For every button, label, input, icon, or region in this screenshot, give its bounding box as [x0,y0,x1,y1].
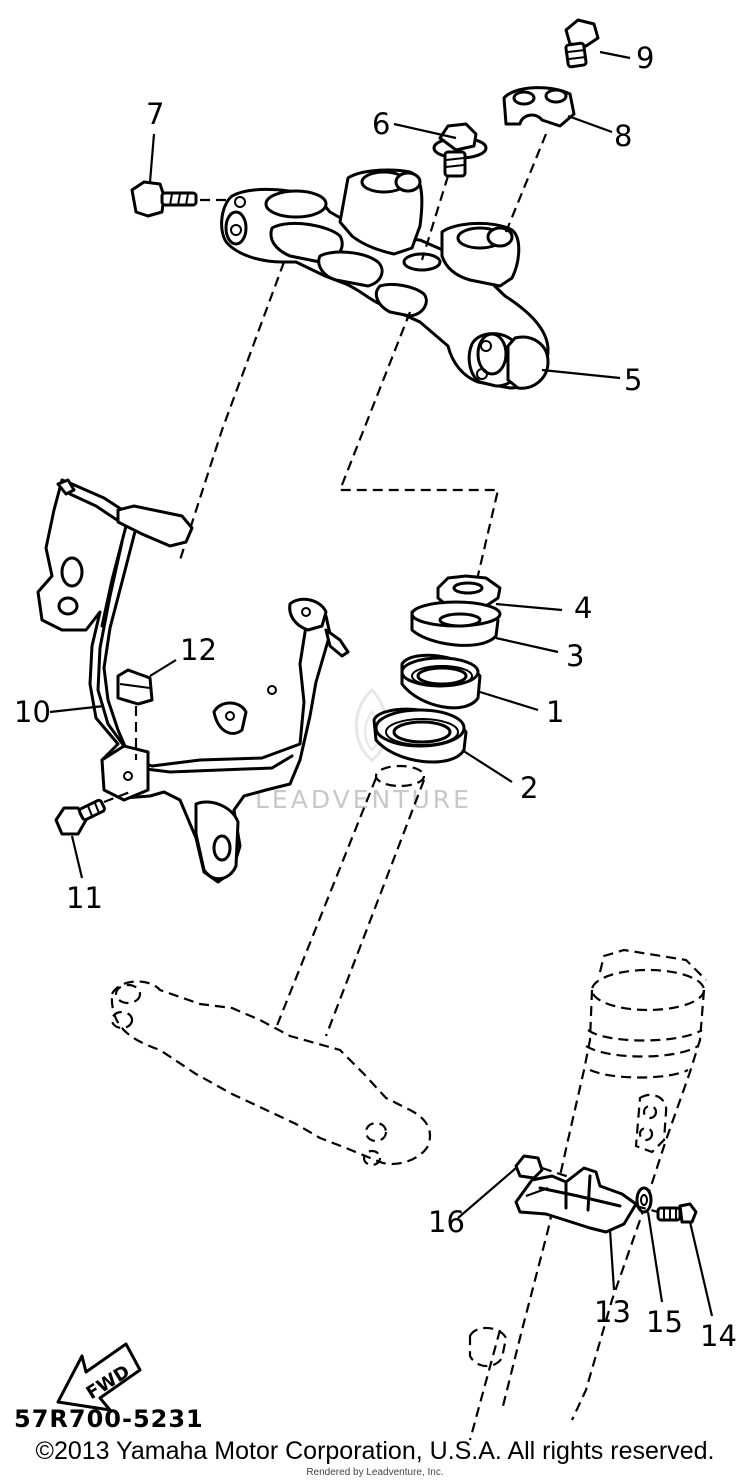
fwd-direction-arrow: FWD [56,1342,142,1412]
grommet-part-12 [116,668,154,760]
clamp-part-8 [502,86,576,233]
assembly-line-left [178,261,286,561]
bearing-part-1 [400,653,482,710]
callout-2: 2 [520,771,538,805]
callout-9: 9 [636,41,654,75]
bolt-part-14 [635,1202,698,1224]
washer-part-3 [410,600,502,647]
nut-part-16 [514,1154,573,1180]
callout-11: 11 [66,881,103,915]
callout-12: 12 [180,633,217,667]
rendered-by-notice: Rendered by Leadventure, Inc. [306,1467,444,1478]
bolt-part-7 [130,180,232,218]
callout-15: 15 [646,1305,683,1339]
steering-stem-phantom [110,764,432,1167]
callout-7: 7 [146,97,164,131]
front-fork-phantom [468,948,707,1441]
callout-10: 10 [14,695,51,729]
callout-13: 13 [594,1295,631,1329]
bolt-part-9 [564,18,600,69]
bearing-part-2 [372,707,468,764]
callout-3: 3 [566,639,584,673]
washer-part-15 [635,1186,653,1214]
callout-8: 8 [614,119,632,153]
callout-numbers: 9 8 6 7 5 4 3 1 2 12 10 11 16 13 15 14 [14,41,737,1353]
callout-6: 6 [372,107,390,141]
callout-14: 14 [700,1319,737,1353]
watermark-text: LEADVENTURE [255,785,472,814]
leader-lines [49,50,714,1317]
diagram-code: 57R700-5231 [14,1405,204,1433]
callout-1: 1 [546,695,564,729]
clamp-part-13 [514,1166,638,1234]
bolt-part-6 [420,122,488,261]
copyright-notice: ©2013 Yamaha Motor Corporation, U.S.A. A… [35,1437,715,1465]
callout-5: 5 [624,363,642,397]
callout-16: 16 [428,1205,465,1239]
callout-4: 4 [574,591,592,625]
upper-bracket-part-5 [220,168,550,390]
bolt-part-11 [54,790,131,836]
